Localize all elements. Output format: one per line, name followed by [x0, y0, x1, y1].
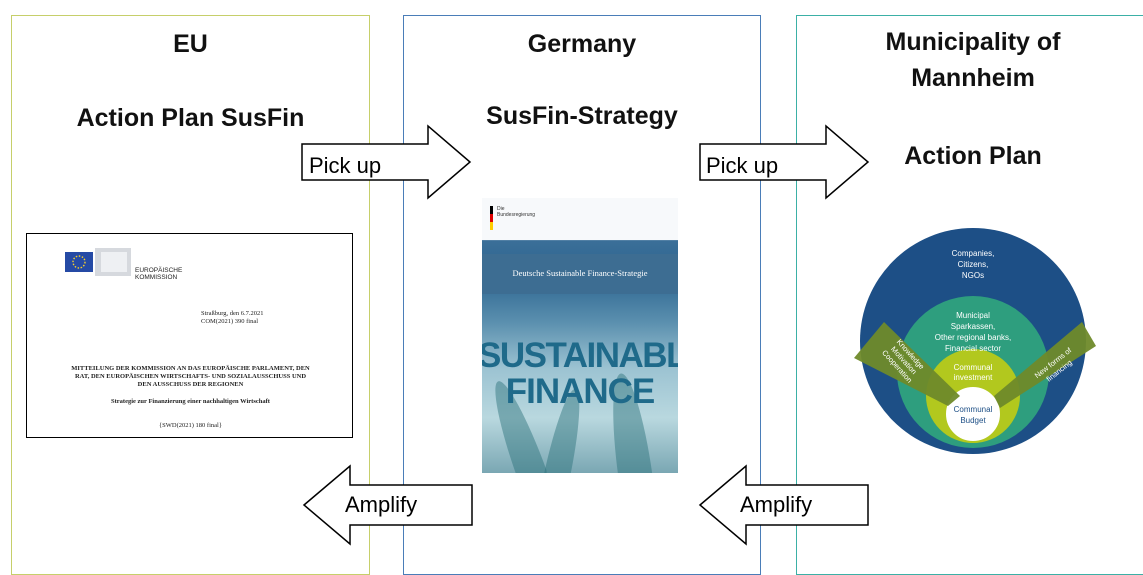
germany-strategy-cover: Die Bundesregierung Deutsche Sustainable… [482, 198, 678, 473]
middle-line1: Municipal [956, 311, 990, 320]
eu-document-image: EUROPÄISCHE KOMMISSION Straßburg, den 6.… [26, 233, 353, 438]
amplify-arrow-2 [698, 464, 869, 546]
eu-subtitle: Action Plan SusFin [76, 104, 305, 132]
cover-header [482, 198, 678, 240]
eu-place-date: Straßburg, den 6.7.2021 [201, 310, 264, 317]
middle-line3: Other regional banks, [935, 333, 1012, 342]
core-line2: Budget [960, 416, 986, 425]
eu-title: EU [173, 30, 208, 58]
flag-red [490, 214, 493, 222]
cover-header-line2: Bundesregierung [497, 212, 536, 218]
cover-band-text: Deutsche Sustainable Finance-Strategie [512, 268, 648, 278]
pickup-label-1: Pick up [309, 153, 382, 178]
flag-gold [490, 222, 493, 230]
middle-line2: Sparkassen, [951, 322, 995, 331]
outer-line1: Companies, [952, 249, 995, 258]
cover-big-line1: SUSTAINABLE [482, 336, 678, 375]
pickup-label-2: Pick up [706, 153, 779, 178]
germany-title: Germany [527, 30, 637, 58]
left-wedge-arrow [854, 322, 960, 406]
cover-header-line1: Die [497, 206, 505, 212]
amplify-arrow-1 [302, 464, 473, 546]
eu-logo-line2: KOMMISSION [135, 274, 178, 281]
middle-line4: Financial sector [945, 344, 1001, 353]
core-line1: Communal [954, 405, 993, 414]
eu-logo-backdrop-inner [101, 252, 127, 272]
cover-big-line2: FINANCE [505, 372, 656, 411]
germany-subtitle: SusFin-Strategy [486, 102, 678, 130]
circle-core [944, 385, 1002, 443]
eu-doc-ref: COM(2021) 390 final [201, 318, 259, 325]
eu-flag-icon [65, 252, 93, 272]
flag-black [490, 206, 493, 214]
amplify-label-1: Amplify [345, 492, 418, 517]
amplify-label-2: Amplify [740, 492, 813, 517]
eu-heading-line1: MITTEILUNG DER KOMMISSION AN DAS EUROPÄI… [71, 365, 310, 372]
right-wedge-arrow [994, 322, 1096, 408]
outer-line3: NGOs [962, 271, 984, 280]
pickup-arrow-1 [301, 124, 472, 200]
mannheim-circle-diagram: Companies, Citizens, NGOs Municipal Spar… [854, 228, 1096, 454]
eu-swd-ref: {SWD(2021) 180 final} [159, 422, 222, 429]
eu-strategy-title: Strategie zur Finanzierung einer nachhal… [111, 398, 270, 405]
inner-line2: investment [954, 373, 993, 382]
eu-heading-line3: DEN AUSSCHUSS DER REGIONEN [137, 381, 244, 388]
eu-logo-line1: EUROPÄISCHE [135, 267, 183, 274]
cover-title-band [482, 254, 678, 294]
mannheim-title-line1: Municipality of [885, 28, 1061, 56]
pickup-arrow-2 [699, 124, 870, 200]
eu-heading-line2: RAT, DEN EUROPÄISCHEN WIRTSCHAFTS- UND S… [74, 373, 307, 380]
mannheim-subtitle: Action Plan [904, 142, 1042, 170]
mannheim-title-line2: Mannheim [911, 64, 1035, 92]
outer-line2: Citizens, [958, 260, 989, 269]
inner-line1: Communal [954, 363, 993, 372]
